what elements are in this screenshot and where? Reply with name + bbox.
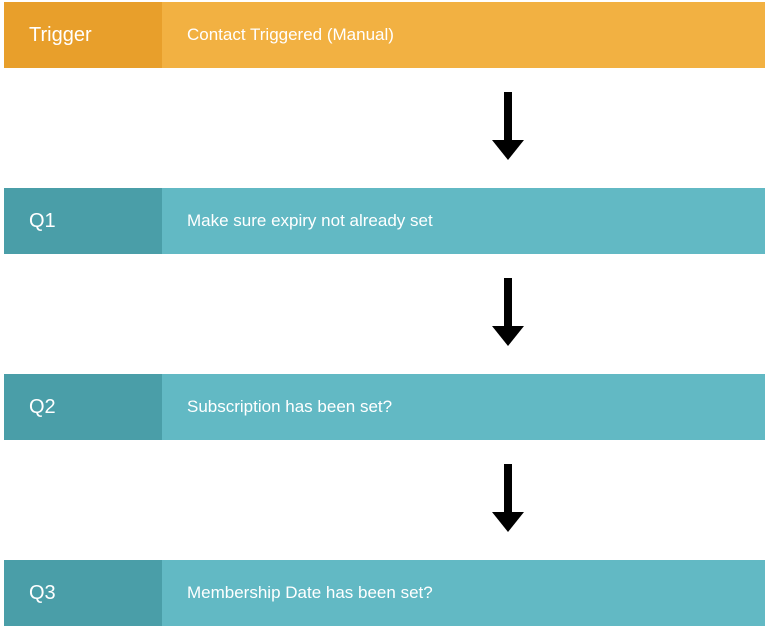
step-q3-text: Membership Date has been set? (162, 560, 765, 626)
step-q1: Q1 Make sure expiry not already set (4, 188, 765, 254)
step-trigger-tag: Trigger (4, 2, 162, 68)
step-q1-text: Make sure expiry not already set (162, 188, 765, 254)
step-q3: Q3 Membership Date has been set? (4, 560, 765, 626)
step-q2: Q2 Subscription has been set? (4, 374, 765, 440)
down-arrow-icon (492, 464, 524, 532)
step-q2-text: Subscription has been set? (162, 374, 765, 440)
step-q2-tag: Q2 (4, 374, 162, 440)
step-q1-tag: Q1 (4, 188, 162, 254)
down-arrow-icon (492, 278, 524, 346)
step-trigger: Trigger Contact Triggered (Manual) (4, 2, 765, 68)
down-arrow-icon (492, 92, 524, 160)
step-trigger-text: Contact Triggered (Manual) (162, 2, 765, 68)
step-q3-tag: Q3 (4, 560, 162, 626)
